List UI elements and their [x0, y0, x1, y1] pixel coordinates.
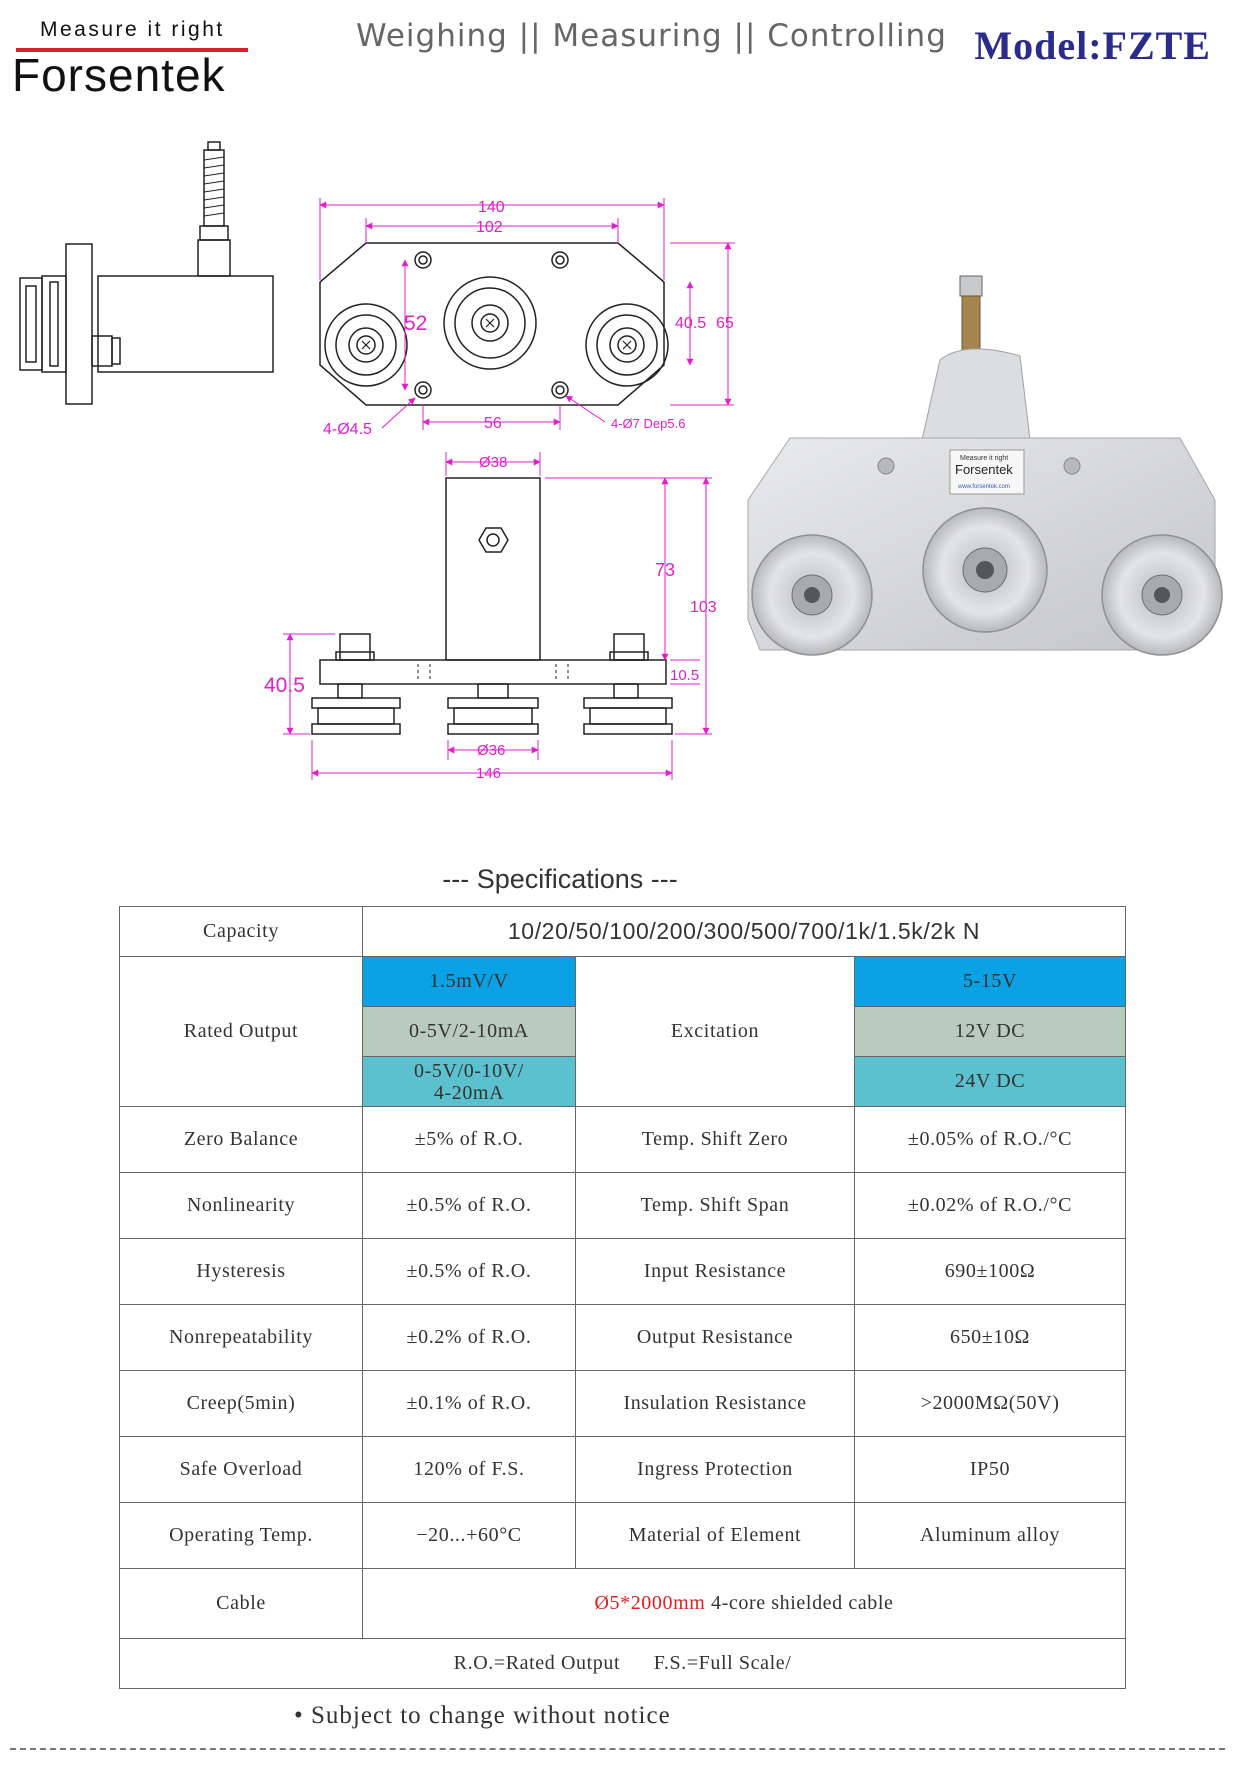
excitation-24v: 24V DC — [853, 1056, 1127, 1107]
creep-label: Creep(5min) — [119, 1370, 363, 1437]
excitation-mv: 5-15V — [853, 956, 1127, 1007]
capacity-label: Capacity — [119, 906, 363, 957]
dim-140: 140 — [478, 199, 505, 216]
hysteresis-label: Hysteresis — [119, 1238, 363, 1305]
dim-146: 146 — [476, 765, 501, 782]
abbreviation-footnote: R.O.=Rated Output F.S.=Full Scale/ — [118, 1638, 1127, 1689]
dim-hole-right: 4-Ø7 Dep5.6 — [611, 416, 685, 431]
dim-d36: Ø36 — [477, 742, 505, 759]
insulation-resistance-label: Insulation Resistance — [575, 1370, 855, 1437]
nonrepeatability-value: ±0.2% of R.O. — [362, 1304, 576, 1371]
table-row: Nonrepeatability ±0.2% of R.O. Output Re… — [119, 1304, 1127, 1371]
top-view-drawing — [319, 242, 669, 406]
safe-overload-value: 120% of F.S. — [362, 1436, 576, 1503]
dim-d38: Ø38 — [479, 454, 507, 471]
temp-shift-span-label: Temp. Shift Span — [575, 1172, 855, 1239]
table-row: 0-5V/2-10mA 12V DC — [120, 1006, 1127, 1057]
brand-logo: Measure it right Forsentek — [12, 18, 262, 101]
cable-description: 4-core shielded cable — [705, 1592, 894, 1614]
creep-value: ±0.1% of R.O. — [362, 1370, 576, 1437]
table-row: Zero Balance ±5% of R.O. Temp. Shift Zer… — [119, 1106, 1127, 1173]
dim-103: 103 — [690, 599, 717, 616]
ingress-protection-label: Ingress Protection — [575, 1436, 855, 1503]
change-notice: • Subject to change without notice — [294, 1702, 671, 1729]
excitation-label: Excitation — [575, 956, 855, 1107]
logo-underline — [16, 48, 248, 52]
hysteresis-value: ±0.5% of R.O. — [362, 1238, 576, 1305]
excitation-12v: 12V DC — [853, 1006, 1127, 1057]
table-row: Rated Output 1.5mV/V Excitation 5-15V — [119, 956, 1127, 1107]
table-row: 0-5V/0-10V/ 4-20mA 24V DC — [120, 1056, 1127, 1107]
specifications-title: --- Specifications --- — [442, 864, 678, 894]
top-view-dimension-labels: 140 102 52 40.5 65 4-Ø4.5 56 4-Ø7 Dep5.6 — [323, 199, 734, 438]
temp-shift-zero-value: ±0.05% of R.O./°C — [853, 1106, 1127, 1173]
nonlinearity-value: ±0.5% of R.O. — [362, 1172, 576, 1239]
temp-shift-span-value: ±0.02% of R.O./°C — [853, 1172, 1127, 1239]
dim-40-5-side: 40.5 — [264, 674, 305, 697]
dim-56: 56 — [484, 415, 502, 432]
table-row: Hysteresis ±0.5% of R.O. Input Resistanc… — [119, 1238, 1127, 1305]
dim-40-5-top: 40.5 — [675, 315, 706, 332]
table-row: Nonlinearity ±0.5% of R.O. Temp. Shift S… — [119, 1172, 1127, 1239]
output-resistance-value: 650±10Ω — [853, 1304, 1127, 1371]
table-row: Operating Temp. −20...+60°C Material of … — [119, 1502, 1127, 1569]
table-row: Safe Overload 120% of F.S. Ingress Prote… — [119, 1436, 1127, 1503]
input-resistance-label: Input Resistance — [575, 1238, 855, 1305]
rated-output-analog-line2: 4-20mA — [433, 1081, 505, 1104]
zero-balance-label: Zero Balance — [119, 1106, 363, 1173]
model-title: Model:FZTE — [974, 23, 1211, 68]
dim-10-5: 10.5 — [670, 667, 699, 684]
input-resistance-value: 690±100Ω — [853, 1238, 1127, 1305]
operating-temp-label: Operating Temp. — [119, 1502, 363, 1569]
front-view-dimension-labels: Ø38 73 103 40.5 10.5 Ø36 146 — [264, 454, 717, 782]
rated-output-voltage-current: 0-5V/2-10mA — [362, 1006, 576, 1057]
top-view-dimensions — [319, 198, 735, 430]
dim-73: 73 — [655, 560, 675, 580]
temp-shift-zero-label: Temp. Shift Zero — [575, 1106, 855, 1173]
table-row: Creep(5min) ±0.1% of R.O. Insulation Res… — [119, 1370, 1127, 1437]
capacity-value: 10/20/50/100/200/300/500/700/1k/1.5k/2k … — [361, 906, 1127, 957]
cable-label: Cable — [119, 1568, 363, 1639]
nonrepeatability-label: Nonrepeatability — [119, 1304, 363, 1371]
photo-logo-name: Forsentek — [955, 462, 1013, 477]
dim-52: 52 — [404, 312, 427, 335]
specifications-table: Capacity 10/20/50/100/200/300/500/700/1k… — [118, 906, 1127, 1689]
logo-name: Forsentek — [12, 49, 226, 101]
dim-102: 102 — [476, 219, 503, 236]
output-resistance-label: Output Resistance — [575, 1304, 855, 1371]
rated-output-analog: 0-5V/0-10V/ 4-20mA — [362, 1056, 576, 1107]
material-value: Aluminum alloy — [853, 1502, 1127, 1569]
material-label: Material of Element — [575, 1502, 855, 1569]
photo-url: www.forsentek.com — [957, 484, 1010, 490]
table-row: R.O.=Rated Output F.S.=Full Scale/ — [118, 1638, 1127, 1689]
operating-temp-value: −20...+60°C — [362, 1502, 576, 1569]
dim-hole-left: 4-Ø4.5 — [323, 421, 372, 438]
technical-drawings: 140 102 52 40.5 65 4-Ø4.5 56 4-Ø7 Dep5.6 — [19, 141, 1234, 782]
rated-output-mv: 1.5mV/V — [362, 956, 576, 1007]
zero-balance-value: ±5% of R.O. — [362, 1106, 576, 1173]
nonlinearity-label: Nonlinearity — [119, 1172, 363, 1239]
table-row: Capacity 10/20/50/100/200/300/500/700/1k… — [119, 906, 1127, 957]
table-row: Cable Ø5*2000mm 4-core shielded cable — [119, 1568, 1127, 1639]
product-photo: Measure it right Forsentek www.forsentek… — [734, 270, 1234, 670]
rated-output-label: Rated Output — [119, 956, 363, 1107]
front-view-drawing — [311, 477, 673, 735]
cable-size: Ø5*2000mm — [594, 1592, 706, 1614]
footer-divider — [10, 1748, 1225, 1750]
side-view-drawing — [19, 141, 274, 405]
logo-tagline: Measure it right — [40, 18, 225, 41]
front-view-dimensions — [283, 452, 712, 780]
cable-value: Ø5*2000mm 4-core shielded cable — [361, 1568, 1127, 1639]
ingress-protection-value: IP50 — [853, 1436, 1127, 1503]
safe-overload-label: Safe Overload — [119, 1436, 363, 1503]
photo-logo-small: Measure it right — [960, 455, 1008, 462]
rated-output-analog-line1: 0-5V/0-10V/ — [414, 1059, 524, 1082]
dim-65: 65 — [716, 315, 734, 332]
header-tagline: Weighing || Measuring || Controlling — [356, 18, 947, 54]
insulation-resistance-value: >2000MΩ(50V) — [853, 1370, 1127, 1437]
